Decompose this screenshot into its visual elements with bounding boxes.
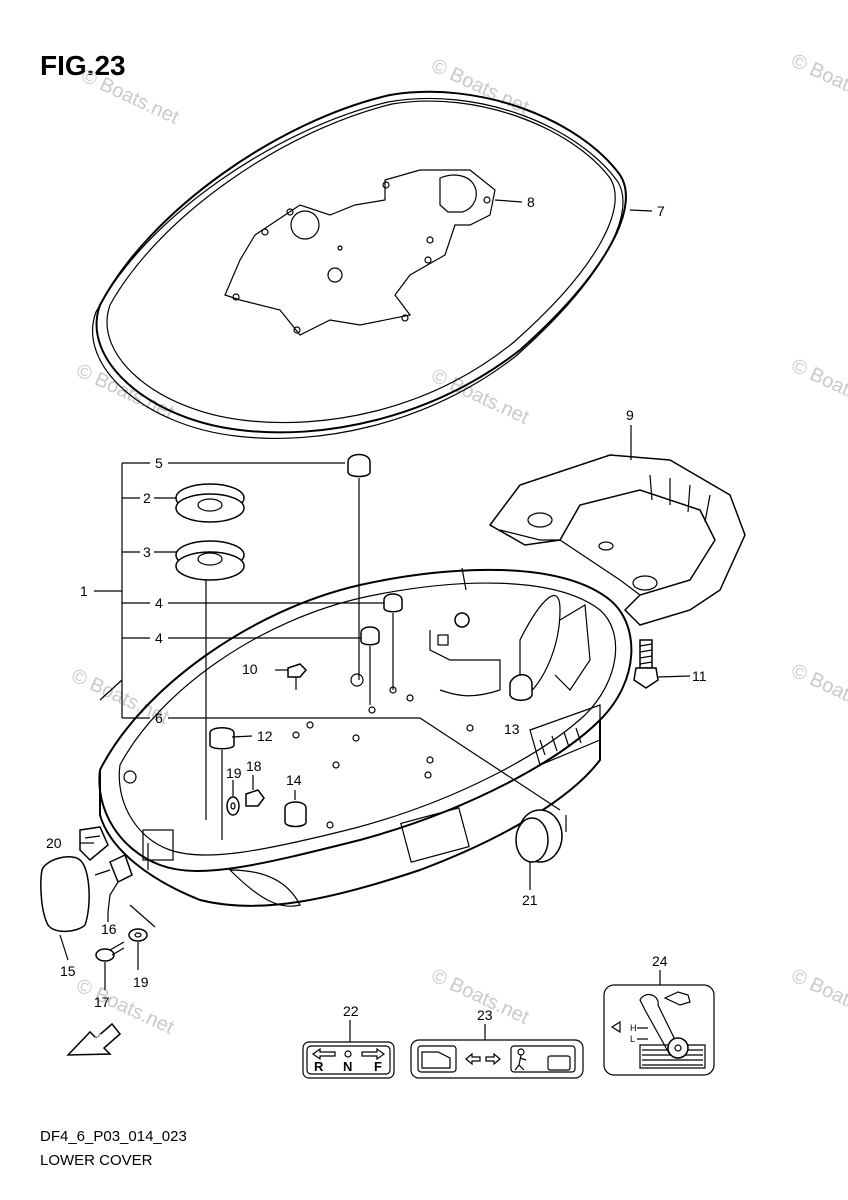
watermark: © Boats.net [788, 355, 848, 419]
watermark: © Boats.net [78, 65, 183, 129]
callout-18: 18 [246, 758, 262, 774]
callout-15: 15 [60, 963, 76, 979]
nut-part-18 [245, 789, 265, 807]
oil-level-l: L [630, 1034, 635, 1044]
callout-23: 23 [477, 1007, 493, 1023]
plug-part-12 [209, 727, 235, 750]
callout-11: 11 [692, 668, 707, 684]
shift-label-f: F [374, 1059, 382, 1074]
callout-24: 24 [652, 953, 668, 969]
oil-level-h: H [630, 1023, 637, 1033]
callout-9: 9 [626, 407, 634, 423]
washer-part-19 [226, 796, 240, 816]
shift-label-r: R [314, 1059, 324, 1074]
callout-12: 12 [257, 728, 273, 744]
callout-1: 1 [80, 583, 88, 599]
callout-bracket [59, 462, 561, 990]
callouts: 1 2 3 4 4 5 6 7 8 9 10 11 12 13 14 15 16… [46, 194, 707, 1023]
label-part-24: H L [603, 970, 715, 1076]
callout-16: 16 [101, 921, 117, 937]
callout-6: 6 [155, 710, 163, 726]
fitting-part-13 [439, 612, 533, 701]
callout-20: 20 [46, 835, 62, 851]
callout-22: 22 [343, 1003, 359, 1019]
callout-8: 8 [527, 194, 535, 210]
cap-part-14 [284, 801, 307, 828]
gasket-part-8 [224, 169, 496, 336]
cover-part-15 [40, 856, 90, 933]
callout-2: 2 [143, 490, 151, 506]
watermark: © Boats.net [788, 965, 848, 1029]
bolt-part-10 [287, 663, 308, 690]
seal-ring-part-7 [91, 90, 627, 440]
callout-17: 17 [94, 994, 110, 1010]
callout-3: 3 [143, 544, 151, 560]
callout-19: 19 [226, 765, 242, 781]
callout-19: 19 [133, 974, 149, 990]
callout-4: 4 [155, 630, 163, 646]
watermark: © Boats.net [788, 50, 848, 114]
leader-line [494, 199, 523, 203]
label-part-22: R N F [302, 1020, 395, 1079]
callout-4: 4 [155, 595, 163, 611]
watermark: © Boats.net [788, 660, 848, 724]
grommet-part-21 [515, 809, 567, 863]
washer-part-19-lower [128, 928, 148, 942]
figure-caption: LOWER COVER [40, 1152, 153, 1169]
grommet-part-3 [175, 540, 245, 581]
grommet-part-2 [175, 483, 245, 523]
callout-14: 14 [286, 772, 302, 788]
plug-part-4 [360, 593, 403, 646]
fwd-arrow-icon: FWD [66, 1022, 122, 1056]
screw-part-17 [95, 941, 125, 962]
figure-title: FIG.23 [40, 50, 126, 81]
handle-part-9 [488, 454, 746, 626]
callout-5: 5 [155, 455, 163, 471]
figure-code: DF4_6_P03_014_023 [40, 1128, 187, 1145]
leader-line [657, 675, 691, 678]
callout-21: 21 [522, 892, 538, 908]
callout-13: 13 [504, 721, 520, 737]
label-part-23 [410, 1024, 584, 1079]
leader-line [629, 209, 653, 212]
callout-7: 7 [657, 203, 665, 219]
bracket-part-16 [94, 853, 133, 913]
shift-label-n: N [343, 1059, 352, 1074]
plug-part-5 [347, 453, 371, 478]
callout-10: 10 [242, 661, 258, 677]
bolt-part-11 [633, 639, 659, 689]
watermark: © Boats.net [428, 55, 533, 119]
watermark: © Boats.net [73, 975, 178, 1039]
